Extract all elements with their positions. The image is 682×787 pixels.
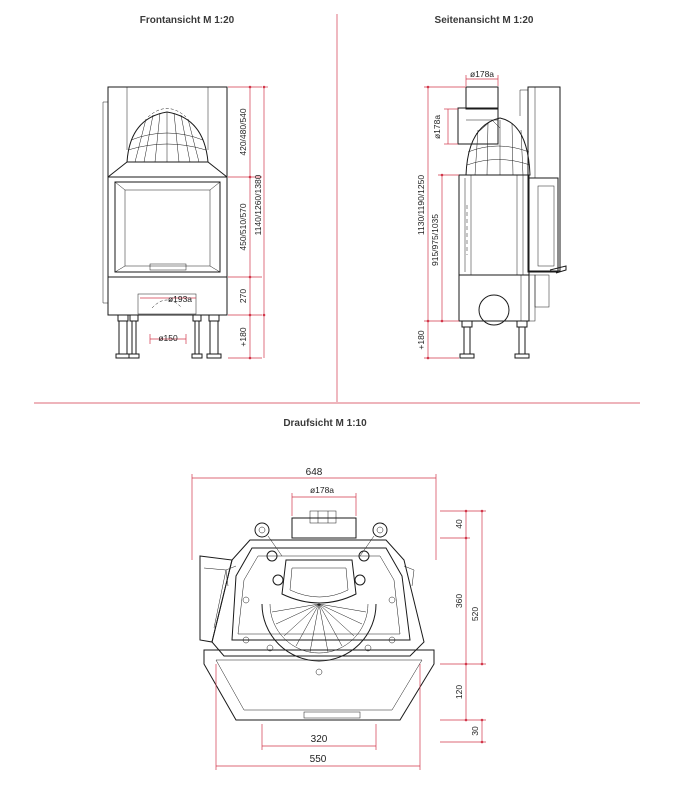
front-dim-total: 1140/1260/1380 bbox=[253, 174, 263, 235]
side-dim-legs: +180 bbox=[416, 330, 426, 349]
front-inlet-label: ø150 bbox=[158, 333, 178, 343]
top-view-title: Draufsicht M 1:10 bbox=[283, 418, 367, 429]
side-flue-top-label: ø178a bbox=[470, 69, 494, 79]
front-view-dimensions bbox=[140, 85, 268, 360]
side-view-drawing bbox=[457, 86, 567, 359]
top-dim-30: 30 bbox=[470, 726, 480, 736]
side-dim-inner: 915/975/1035 bbox=[430, 214, 440, 266]
front-dim-door: 450/510/570 bbox=[238, 203, 248, 251]
top-flue-label: ø178a bbox=[310, 485, 334, 495]
front-flue-label: ø193a bbox=[168, 294, 192, 304]
side-view-dimensions bbox=[424, 75, 499, 360]
top-dim-120: 120 bbox=[454, 685, 464, 699]
top-width-total: 648 bbox=[306, 467, 323, 478]
front-view-title: Frontansicht M 1:20 bbox=[140, 15, 235, 26]
front-dim-base: 270 bbox=[238, 289, 248, 303]
top-dim-40: 40 bbox=[454, 519, 464, 529]
front-dim-upper: 420/480/540 bbox=[238, 108, 248, 156]
side-dim-outer: 1130/1190/1250 bbox=[416, 175, 426, 235]
top-width-bottom-inner: 320 bbox=[311, 734, 328, 745]
top-view-dimensions bbox=[191, 474, 486, 770]
top-width-bottom: 550 bbox=[310, 754, 327, 765]
front-dim-legs: +180 bbox=[238, 327, 248, 346]
top-view-drawing bbox=[199, 510, 435, 721]
front-view-drawing bbox=[102, 86, 228, 359]
top-dim-360: 360 bbox=[454, 594, 464, 608]
side-view-title: Seitenansicht M 1:20 bbox=[435, 15, 534, 26]
top-dim-520: 520 bbox=[470, 607, 480, 621]
side-flue-side-label: ø178a bbox=[432, 115, 442, 139]
